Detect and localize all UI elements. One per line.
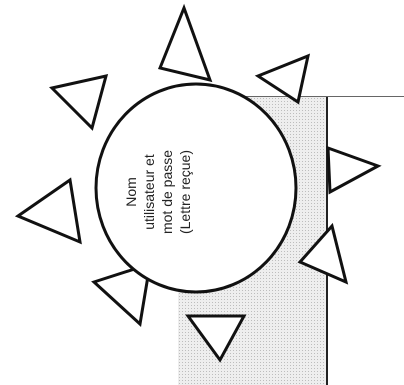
ray-triangle-top [160,8,210,80]
ray-triangle-right [328,148,378,192]
sun-circle [96,84,296,292]
ray-triangle-lower-right [300,226,346,282]
ray-triangle-left [18,180,80,242]
ray-triangle-upper-left [52,76,106,128]
ray-triangle-upper-right [258,56,308,102]
ray-triangle-bottom [188,316,244,360]
